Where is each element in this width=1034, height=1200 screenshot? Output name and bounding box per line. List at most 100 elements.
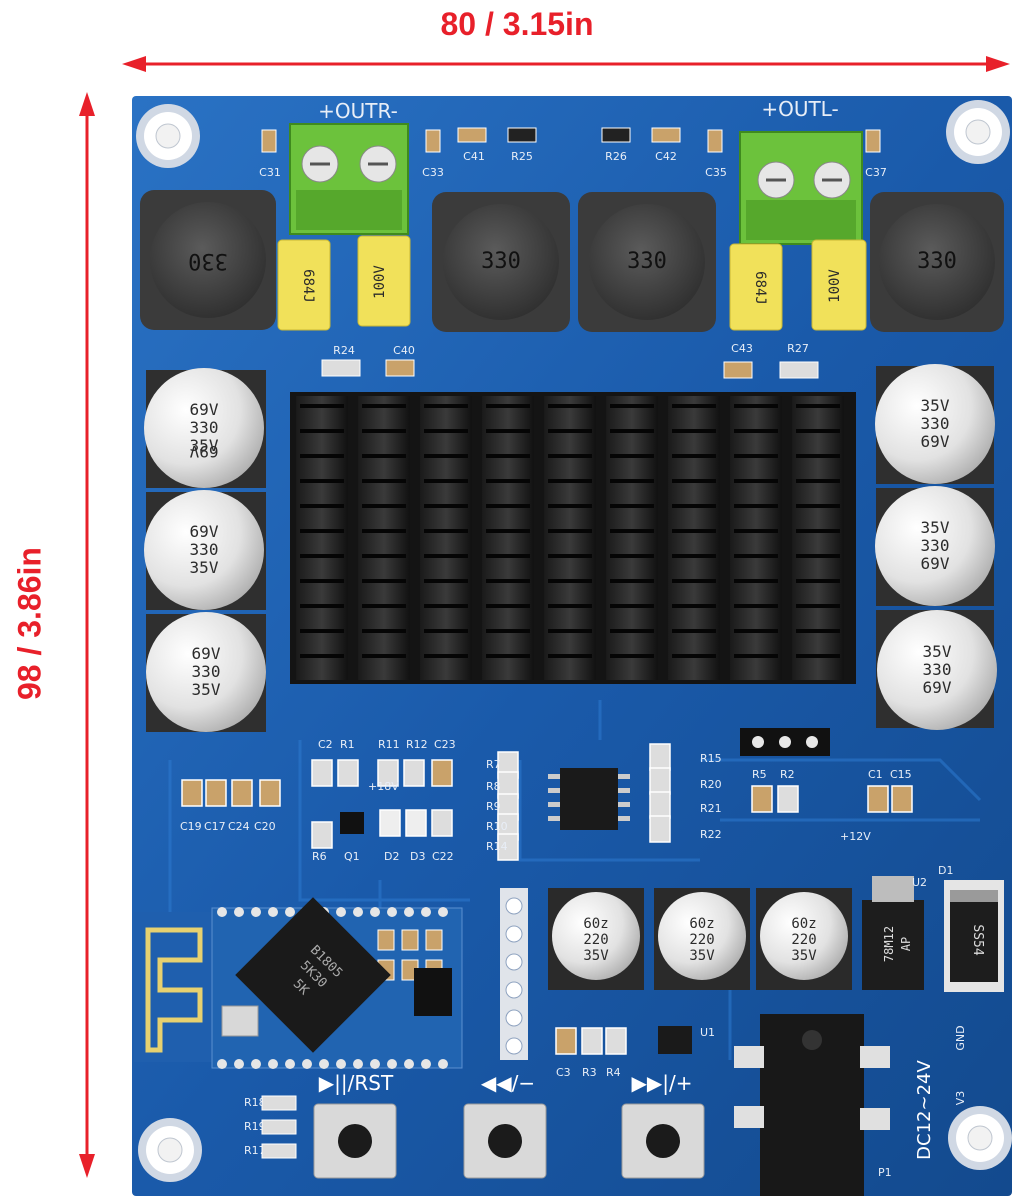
svg-text:R8: R8	[486, 780, 501, 793]
svg-text:330: 330	[921, 536, 950, 555]
smd-component	[181, 779, 203, 807]
svg-text:R11: R11	[378, 738, 400, 751]
svg-text:R20: R20	[700, 778, 722, 791]
dc-jack: P1	[734, 1014, 892, 1196]
svg-text:C1: C1	[868, 768, 883, 781]
svg-text:60z: 60z	[583, 916, 608, 932]
big-cap-right-markings: 35V 330 69V 35V 330 69V 35V 330 69V	[921, 396, 952, 697]
width-dimension: 80 / 3.15in	[0, 0, 1034, 80]
v3-label: V3	[954, 1091, 967, 1106]
big-cap-right-3	[876, 610, 997, 730]
svg-text:C23: C23	[434, 738, 456, 751]
next-button[interactable]	[621, 1103, 705, 1179]
svg-text:330: 330	[188, 248, 228, 273]
u1-chip: U1	[658, 1026, 715, 1054]
smd-component	[311, 759, 333, 787]
svg-text:R15: R15	[700, 752, 722, 765]
svg-text:69V: 69V	[189, 442, 218, 461]
svg-text:C37: C37	[865, 166, 887, 179]
center-labels: C2 R1 R11 R12 C23 R7 R8 R9 R10 R14 R15 R…	[180, 738, 912, 1157]
smd-component	[377, 759, 399, 787]
rst-button[interactable]	[313, 1103, 397, 1179]
svg-text:R1: R1	[340, 738, 355, 751]
svg-text:R19: R19	[244, 1120, 266, 1133]
smd-component	[867, 785, 889, 813]
big-cap-left-2	[144, 490, 266, 610]
mounting-holes	[136, 100, 1012, 1182]
svg-text:100V: 100V	[827, 269, 843, 303]
svg-text:R10: R10	[486, 820, 508, 833]
svg-text:684J: 684J	[752, 271, 768, 305]
heatsink	[290, 392, 856, 684]
svg-text:R22: R22	[700, 828, 722, 841]
heatsink-fin	[792, 396, 844, 680]
svg-text:69V: 69V	[190, 400, 219, 419]
svg-text:330: 330	[627, 249, 667, 274]
svg-text:D2: D2	[384, 850, 399, 863]
svg-text:C3: C3	[556, 1066, 571, 1079]
svg-text:C35: C35	[705, 166, 727, 179]
svg-text:35V: 35V	[921, 396, 950, 415]
button-resistors	[261, 1095, 297, 1159]
svg-text:R6: R6	[312, 850, 327, 863]
svg-text:R3: R3	[582, 1066, 597, 1079]
mid-labels: R24 C40 C43 R27	[321, 342, 819, 379]
smd-component	[777, 785, 799, 813]
svg-text:C19: C19	[180, 820, 202, 833]
svg-text:35V: 35V	[689, 948, 715, 964]
svg-text:330: 330	[923, 660, 952, 679]
svg-text:60z: 60z	[791, 916, 816, 932]
smd-component	[649, 767, 671, 795]
smd-component	[431, 809, 453, 837]
smd-component	[581, 1027, 603, 1055]
svg-text:R17: R17	[244, 1144, 266, 1157]
svg-text:R5: R5	[752, 768, 767, 781]
svg-text:C31: C31	[259, 166, 281, 179]
power-label: DC12~24V	[914, 1060, 935, 1160]
svg-text:C2: C2	[318, 738, 333, 751]
inductor-4: 330	[870, 192, 1004, 332]
svg-text:R4: R4	[606, 1066, 621, 1079]
big-cap-left-markings: 69V 330 35V 69V 330 35V 69V 330 35V	[190, 400, 221, 699]
svg-text:330: 330	[190, 418, 219, 437]
prev-button[interactable]	[463, 1103, 547, 1179]
svg-text:R26: R26	[605, 150, 627, 163]
svg-text:35V: 35V	[583, 948, 609, 964]
inductor-3: 330	[578, 192, 716, 332]
smd-component	[405, 809, 427, 837]
svg-text:R18: R18	[244, 1096, 266, 1109]
heatsink-fin	[358, 396, 410, 680]
svg-text:220: 220	[791, 932, 816, 948]
svg-text:R9: R9	[486, 800, 501, 813]
smd-component	[337, 759, 359, 787]
svg-text:78M12: 78M12	[882, 926, 896, 962]
svg-text:+18V: +18V	[368, 780, 399, 793]
inductor-2: 330	[432, 192, 570, 332]
heatsink-fin	[668, 396, 720, 680]
smd-component	[605, 1027, 627, 1055]
heatsink-fin	[606, 396, 658, 680]
small-cap-markings: 60z 220 35V 60z 220 35V 60z 220 35V	[583, 916, 817, 964]
smd-component	[649, 815, 671, 843]
svg-text:C41: C41	[463, 150, 485, 163]
smd-center	[181, 743, 913, 1055]
svg-text:R14: R14	[486, 840, 508, 853]
terminal-block-left	[739, 131, 863, 245]
smd-component	[231, 779, 253, 807]
svg-text:220: 220	[583, 932, 608, 948]
top-labels: C31 C33 C41 R25 R26 C42 C35 C37	[259, 150, 887, 179]
svg-text:R27: R27	[787, 342, 809, 355]
smd-component	[259, 779, 281, 807]
width-arrow	[122, 56, 1010, 72]
small-cap-3	[756, 888, 852, 990]
svg-text:U2: U2	[912, 876, 927, 889]
heatsink-fin	[544, 396, 596, 680]
svg-text:P1: P1	[878, 1166, 892, 1179]
heatsink-fin	[482, 396, 534, 680]
svg-text:Q1: Q1	[344, 850, 360, 863]
outl-label: +OUTL-	[761, 97, 838, 121]
svg-text:C22: C22	[432, 850, 454, 863]
big-cap-left-3	[146, 612, 266, 732]
svg-text:35V: 35V	[190, 436, 219, 455]
